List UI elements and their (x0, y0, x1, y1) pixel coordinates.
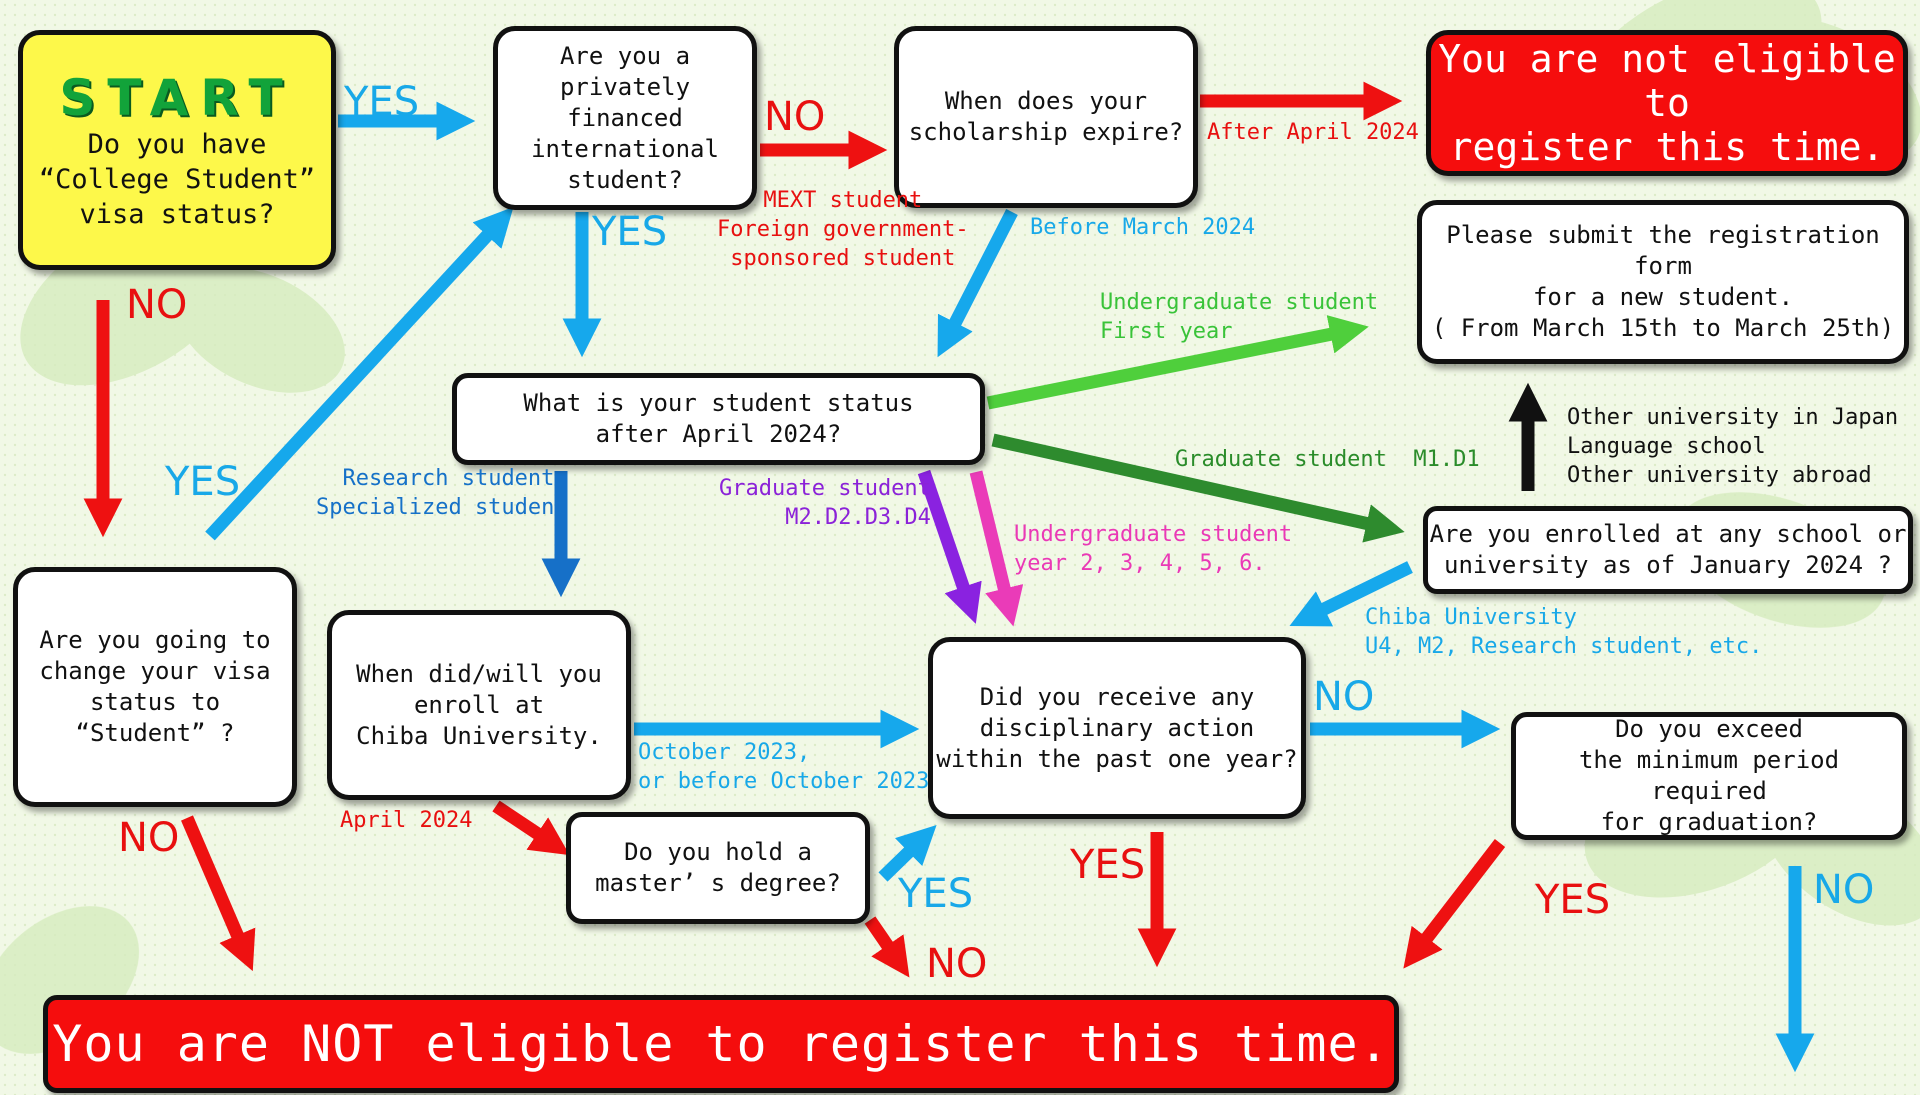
arrow-ug-first (986, 315, 1369, 410)
label-before-march: Before March 2024 (1030, 215, 1256, 240)
change-visa-node: Are you going to change your visa status… (13, 567, 297, 807)
label-grad-m2: Graduate student M2.D2.D3.D4 (719, 476, 931, 530)
start-node: START Do you have “College Student” visa… (18, 30, 336, 270)
label-grad-m1d1: Graduate student M1.D1 (1175, 447, 1480, 472)
label-yes-min: YES (1535, 877, 1611, 923)
student-status-node: What is your student status after April … (452, 373, 985, 465)
arrow-april2024 (492, 800, 570, 856)
enroll-when-node: When did/will you enroll at Chiba Univer… (327, 610, 631, 800)
arrow-masters-no (864, 916, 910, 978)
arrow-grad-m2 (917, 469, 982, 624)
arrow-chiba (1289, 561, 1413, 627)
start-word: START (59, 68, 295, 127)
label-other-univ: Other university in Japan Language schoo… (1567, 405, 1899, 488)
arrow-ug-year (969, 470, 1024, 627)
masters-degree-node: Do you hold a master’ s degree? (566, 812, 870, 924)
arrow-min-yes (1403, 839, 1506, 969)
arrow-change-yes (205, 206, 514, 541)
label-yes-change: YES (165, 459, 241, 505)
label-no-start: NO (126, 282, 188, 328)
arrow-masters-yes (878, 824, 937, 882)
label-no-change: NO (118, 815, 180, 861)
not-eligible-bottom-node: You are NOT eligible to register this ti… (43, 995, 1399, 1093)
minimum-period-node: Do you exceed the minimum period require… (1511, 712, 1907, 840)
label-oct2023: October 2023, or before October 2023 (638, 740, 930, 794)
label-no-private: NO (764, 94, 826, 140)
enrolled-jan-node: Are you enrolled at any school or univer… (1423, 506, 1913, 594)
disciplinary-node: Did you receive any disciplinary action … (928, 637, 1306, 819)
label-no-masters: NO (926, 941, 988, 987)
label-ug-year: Undergraduate student year 2, 3, 4, 5, 6… (1014, 522, 1293, 576)
submit-form-node: Please submit the registration form for … (1417, 200, 1909, 364)
label-yes-start: YES (344, 79, 420, 125)
label-research: Research student, Specialized student (316, 466, 568, 520)
arrow-change-no (181, 815, 256, 972)
label-yes-private: YES (592, 209, 668, 255)
label-no-disc: NO (1313, 674, 1375, 720)
arrow-before-march (937, 209, 1018, 358)
scholarship-expire-node: When does your scholarship expire? (894, 26, 1198, 208)
privately-financed-node: Are you a privately financed internation… (493, 26, 757, 210)
label-mext: MEXT student Foreign government- sponsor… (717, 188, 969, 271)
label-yes-disc: YES (1070, 842, 1146, 888)
not-eligible-top-node: You are not eligible to register this ti… (1426, 30, 1908, 176)
label-april2024: April 2024 (340, 808, 473, 833)
label-chiba: Chiba University U4, M2, Research studen… (1365, 605, 1763, 659)
label-after-april: After April 2024 (1207, 120, 1419, 145)
label-no-min: NO (1813, 867, 1875, 913)
arrow-grad-m1d1 (991, 433, 1405, 543)
start-question: Do you have “College Student” visa statu… (38, 128, 316, 230)
label-ug-first: Undergraduate student First year (1100, 290, 1379, 344)
label-yes-masters: YES (898, 871, 974, 917)
